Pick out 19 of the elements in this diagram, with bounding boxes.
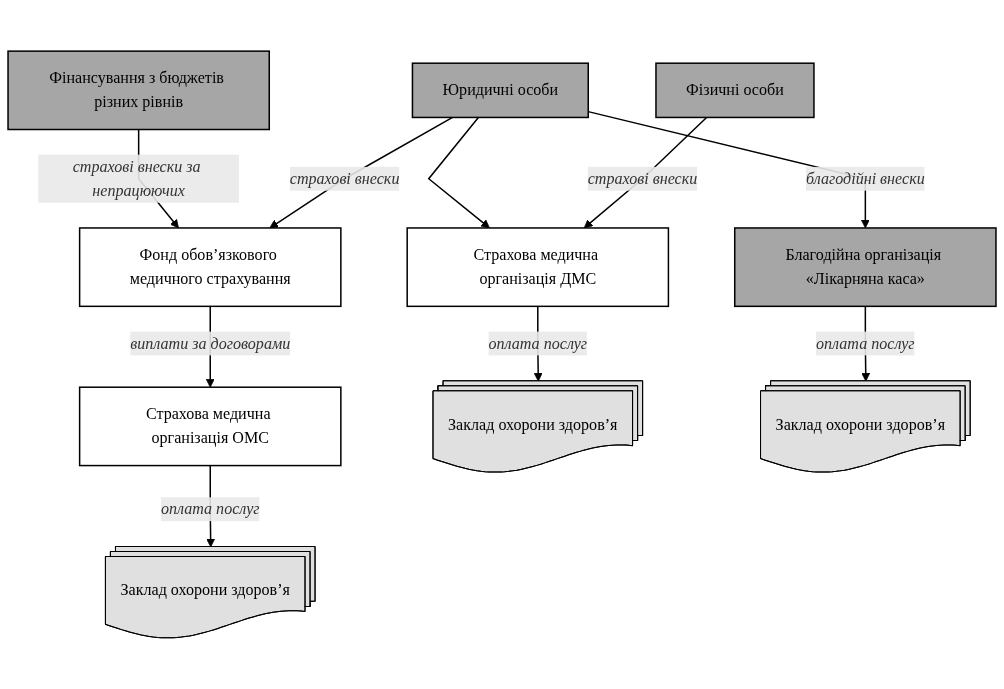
node-box: Фінансування з бюджетів різних рівнів: [7, 50, 270, 131]
arrow: [427, 116, 490, 229]
edge-label: страхові внески за непрацюючих: [72, 157, 201, 199]
edge-label: оплата послуг: [488, 334, 588, 352]
node-box: Юридичні особи: [411, 62, 589, 119]
arrow: [269, 116, 454, 229]
node-box: Страхова медична організація ОМС: [78, 386, 342, 467]
edge-label: страхові внески: [289, 169, 400, 187]
node-box: Страхова медична організація ДМС: [406, 227, 670, 308]
edge-label: оплата послуг: [816, 334, 915, 352]
edge-label: виплати за договорами: [130, 334, 291, 352]
arrow: [583, 116, 708, 229]
arrow: [587, 110, 870, 229]
edge-label: страхові внески: [587, 169, 698, 187]
node-box: Фонд обов’язкового медичного страхування: [78, 227, 342, 308]
edge-label: благодійні внески: [806, 169, 925, 187]
edge-label: оплата послуг: [160, 500, 260, 518]
node-box: Фізичні особи: [655, 62, 815, 119]
node-box: Благодійна організація «Лікарняна каса»: [734, 227, 997, 308]
